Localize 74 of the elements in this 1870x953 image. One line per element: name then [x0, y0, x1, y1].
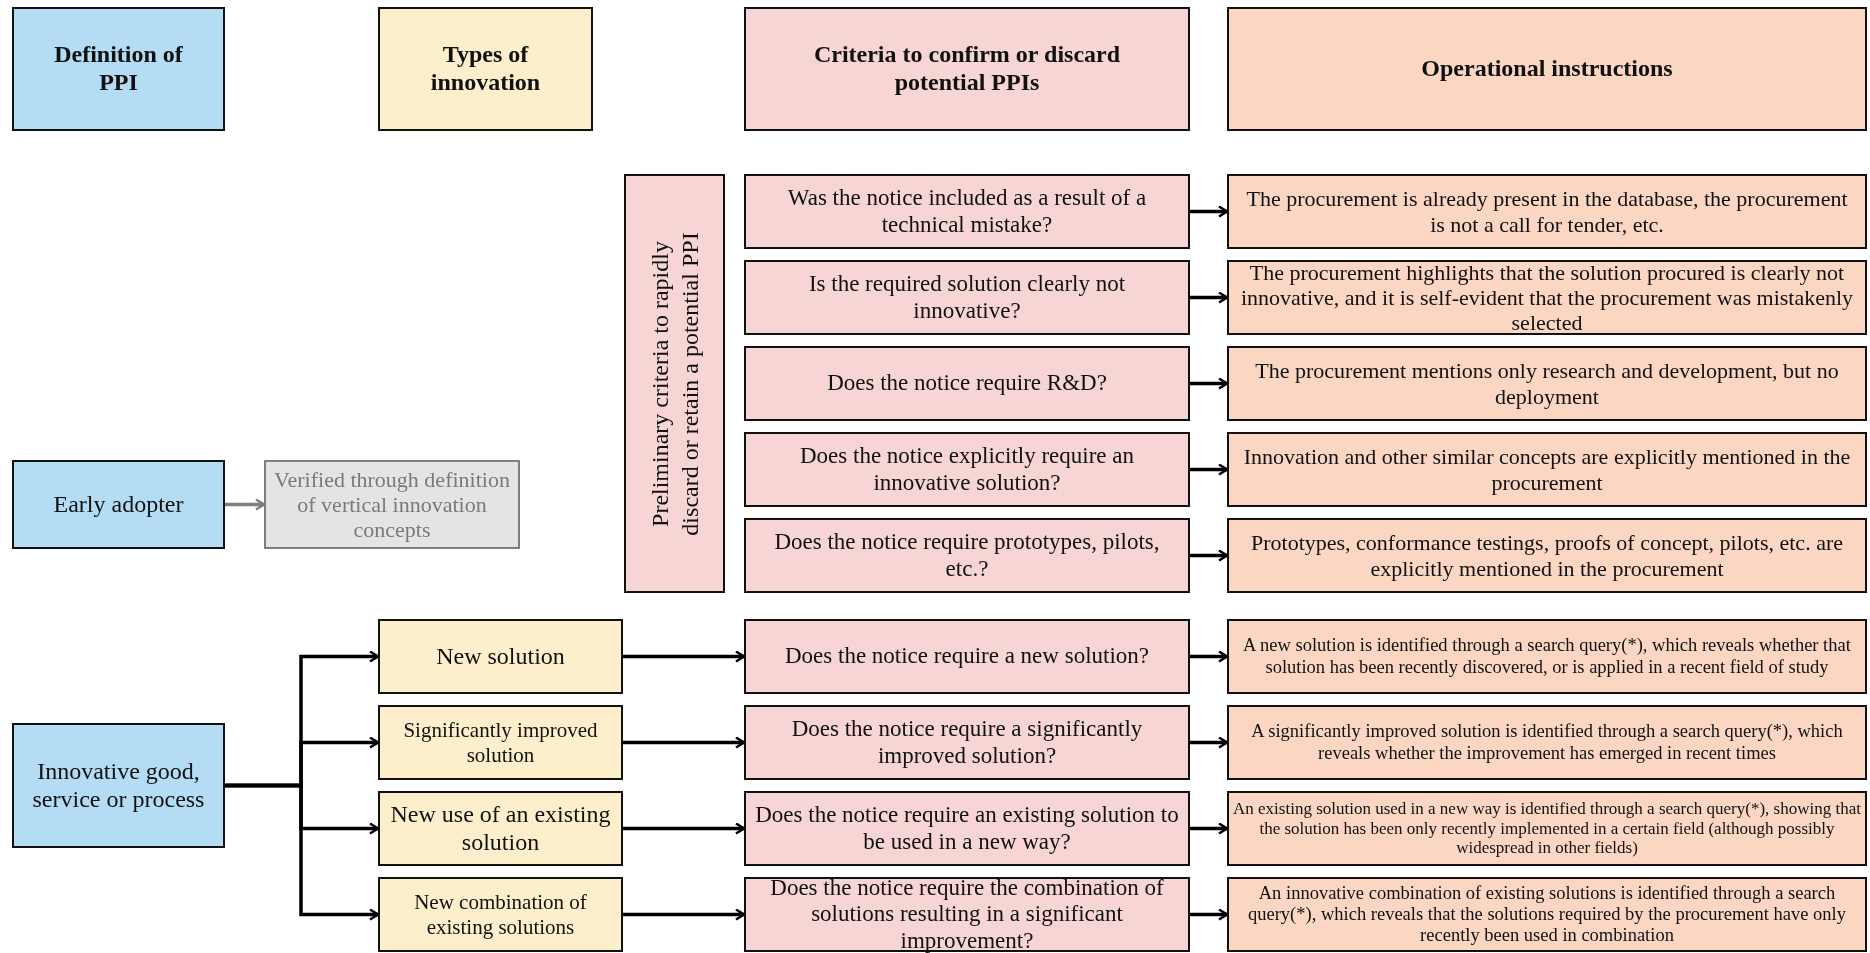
box-text: Does the notice require an existing solution to be used in a new way? — [754, 802, 1180, 855]
arrow — [1190, 650, 1229, 663]
box-text: New solution — [436, 642, 565, 671]
criterion-box — [744, 260, 1190, 335]
box-text: Was the notice included as a result of a technical mistake? — [786, 185, 1148, 238]
innovation-type-box — [378, 619, 623, 694]
box-text: The procurement is already present in the database, the procurement is not a call for tender, etc. — [1245, 186, 1849, 237]
box-text: Does the notice explicitly require an innovative solution? — [799, 443, 1135, 496]
arrow — [1190, 377, 1229, 390]
box-text: The procurement mentions only research and development, but no deployment — [1254, 358, 1840, 409]
arrow — [623, 650, 746, 663]
criterion-box — [744, 346, 1190, 421]
criterion-box — [744, 877, 1190, 952]
arrow — [623, 908, 746, 921]
column-header — [12, 7, 225, 131]
criterion-box — [744, 791, 1190, 866]
arrow — [1190, 822, 1229, 835]
box-text: Does the notice require a new solution? — [784, 643, 1149, 670]
instruction-box — [1227, 346, 1867, 421]
criterion-box — [744, 174, 1190, 249]
instruction-box — [1227, 432, 1867, 507]
header-text: Types of innovation — [429, 41, 542, 97]
box-text: Does the notice require a significantly improved solution? — [790, 716, 1144, 769]
group-label-box — [624, 174, 725, 593]
box-text: Does the notice require prototypes, pilots, etc.? — [773, 529, 1161, 582]
box-text: Verified through definition of vertical innovation concepts — [274, 466, 510, 543]
vertical-label: Preliminary criteria to rapidly discard or retain a potential PPI — [645, 230, 704, 538]
arrow — [1190, 736, 1229, 749]
box-text: A significantly improved solution is identified through a search query(*), which reveals whether the improvement has emerged in recent times — [1250, 721, 1844, 764]
box-text: An innovative combination of existing solutions is identified through a search query(*), which reveals that the solutions required by the procurement have only recently been used in combination — [1247, 882, 1847, 947]
innovation-type-box — [378, 791, 623, 866]
box-text: Innovation and other similar concepts are explicitly mentioned in the procurement — [1242, 444, 1852, 495]
instruction-box — [1227, 791, 1867, 866]
box-text: Early adopter — [53, 490, 184, 519]
instruction-box — [1227, 174, 1867, 249]
column-header — [378, 7, 593, 131]
arrow — [1190, 291, 1229, 304]
box-text: A new solution is identified through a search query(*), which reveals whether that solution has been recently discovered, or is applied in a recent field of study — [1242, 635, 1852, 678]
column-header — [744, 7, 1190, 131]
header-text: Operational instructions — [1421, 55, 1673, 83]
header-text: Definition of PPI — [53, 41, 184, 97]
definition-box — [12, 460, 225, 549]
arrow — [1190, 205, 1229, 218]
arrow — [623, 736, 746, 749]
criterion-box — [744, 432, 1190, 507]
instruction-box — [1227, 619, 1867, 694]
box-text: Prototypes, conformance testings, proofs of concept, pilots, etc. are explicitly mentioned in the procurement — [1250, 530, 1844, 581]
box-text: Does the notice require R&D? — [827, 370, 1107, 397]
arrow — [1190, 908, 1229, 921]
arrow — [1190, 463, 1229, 476]
box-text: Significantly improved solution — [402, 718, 599, 767]
criterion-box — [744, 705, 1190, 780]
criterion-box — [744, 518, 1190, 593]
box-text: The procurement highlights that the solution procured is clearly not innovative, and it is self-evident that the procurement was mistakenly selected — [1239, 259, 1855, 336]
criterion-box — [744, 619, 1190, 694]
innovation-type-box — [378, 705, 623, 780]
instruction-box — [1227, 877, 1867, 952]
column-header — [1227, 7, 1867, 131]
box-text: An existing solution used in a new way is identified through a search query(*), showing that the solution has been only recently implemented in a certain field (although possibly widespread in other fields) — [1233, 799, 1861, 858]
box-text: Does the notice require the combination of solutions resulting in a significant improvement? — [769, 874, 1165, 953]
instruction-box — [1227, 705, 1867, 780]
note-box — [264, 460, 520, 549]
innovation-type-box — [378, 877, 623, 952]
header-text: Criteria to confirm or discard potential PPIs — [812, 41, 1122, 97]
arrow — [225, 783, 380, 921]
definition-box — [12, 723, 225, 848]
box-text: Innovative good, service or process — [31, 757, 206, 814]
arrow — [225, 498, 266, 511]
box-text: New combination of existing solutions — [413, 890, 588, 939]
box-text: Is the required solution clearly not innovative? — [807, 271, 1127, 324]
instruction-box — [1227, 518, 1867, 593]
arrow — [623, 822, 746, 835]
box-text: New use of an existing solution — [389, 800, 612, 857]
arrow — [1190, 549, 1229, 562]
